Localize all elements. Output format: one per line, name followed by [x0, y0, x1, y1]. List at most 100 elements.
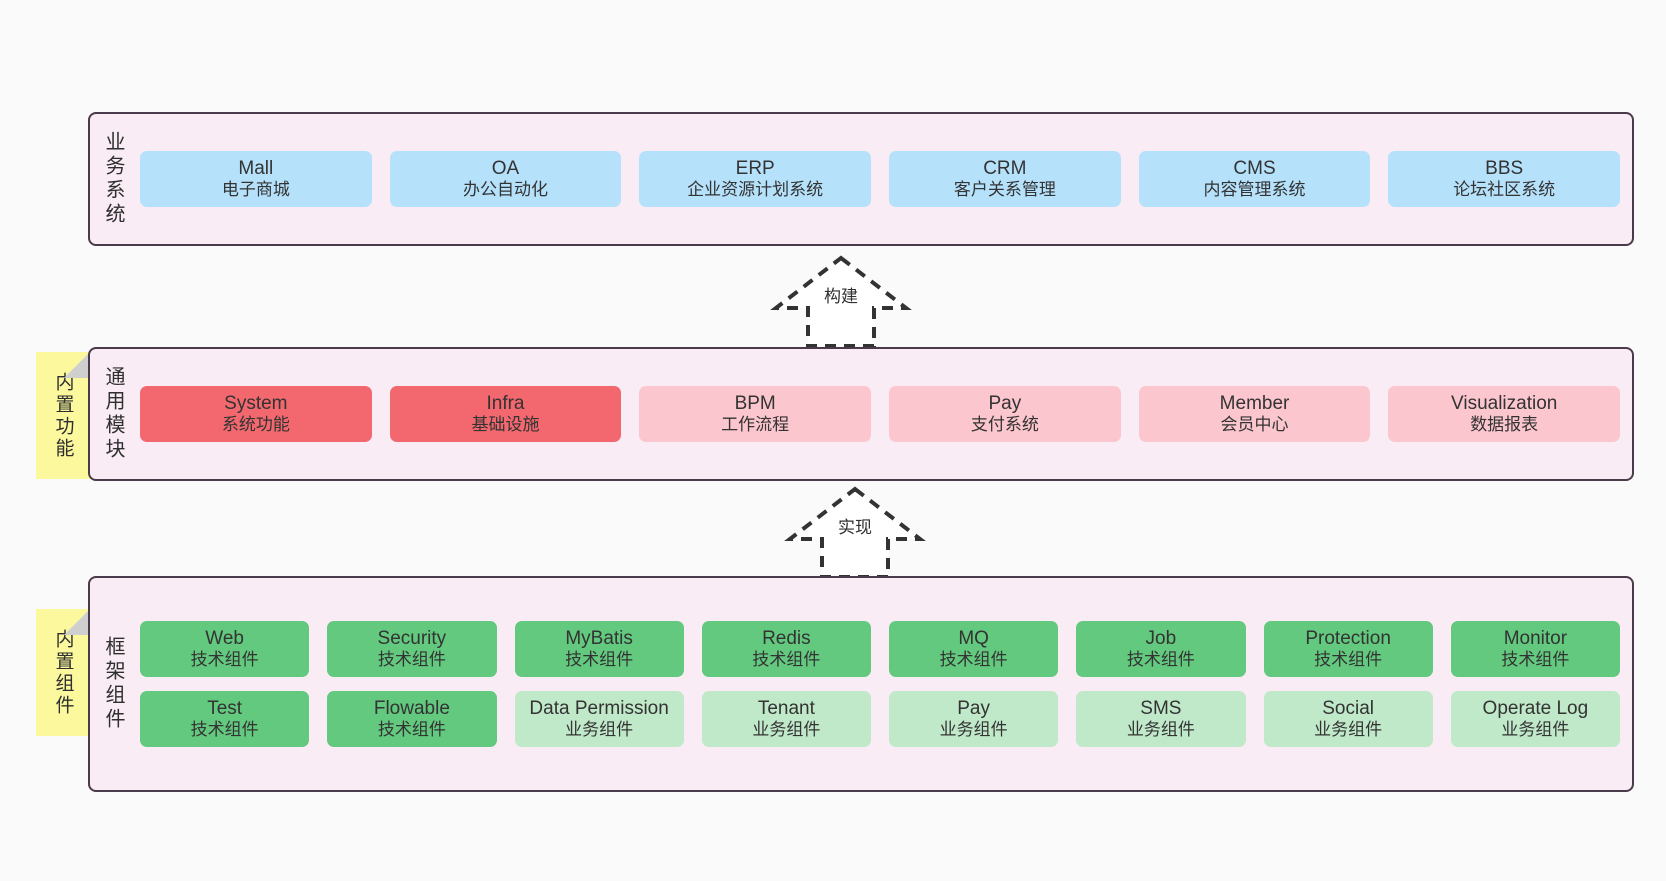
- connector-build-arrow: [770, 255, 912, 348]
- box-bpm-desc: 工作流程: [721, 415, 790, 435]
- note-builtin-components: 内置组件: [36, 609, 90, 736]
- box-infra-desc: 基础设施: [471, 415, 540, 435]
- box-cms-desc: 内容管理系统: [1203, 180, 1306, 200]
- box-crm-name: CRM: [983, 158, 1027, 180]
- box-bbs[interactable]: BBS 论坛社区系统: [1388, 151, 1621, 207]
- box-job-desc: 技术组件: [1126, 650, 1195, 670]
- box-web-desc: 技术组件: [190, 650, 259, 670]
- layer-body-framework-components: Web 技术组件 Security 技术组件 MyBatis 技术组件 Redi…: [136, 578, 1632, 790]
- box-bpm[interactable]: BPM 工作流程: [639, 386, 872, 442]
- box-infra-name: Infra: [486, 393, 525, 415]
- connector-implement-arrow: [784, 486, 926, 579]
- box-bpm-name: BPM: [734, 393, 776, 415]
- box-operate-log-desc: 业务组件: [1501, 720, 1570, 740]
- box-web-name: Web: [205, 628, 244, 650]
- box-bbs-name: BBS: [1485, 158, 1524, 180]
- layer-business-systems: 业务系统 Mall 电子商城 OA 办公自动化 ERP 企业资源计划系统 CRM…: [88, 112, 1634, 246]
- box-pay-component-desc: 业务组件: [939, 720, 1008, 740]
- box-monitor-desc: 技术组件: [1501, 650, 1570, 670]
- layer-title-business-systems: 业务系统: [102, 131, 124, 227]
- box-security[interactable]: Security 技术组件: [327, 621, 497, 677]
- connector-implement-label: 实现: [838, 518, 872, 537]
- box-flowable-desc: 技术组件: [377, 720, 446, 740]
- box-member-name: Member: [1219, 393, 1290, 415]
- box-social-name: Social: [1322, 698, 1374, 719]
- box-monitor[interactable]: Monitor 技术组件: [1450, 621, 1620, 677]
- box-data-permission-desc: 业务组件: [565, 720, 634, 740]
- box-data-permission-name: Data Permission: [529, 698, 669, 719]
- box-pay-module-desc: 支付系统: [970, 415, 1039, 435]
- box-cms[interactable]: CMS 内容管理系统: [1138, 151, 1371, 207]
- box-tenant[interactable]: Tenant 业务组件: [701, 691, 871, 747]
- box-crm[interactable]: CRM 客户关系管理: [889, 151, 1121, 207]
- box-visualization[interactable]: Visualization 数据报表: [1388, 386, 1621, 442]
- box-operate-log-name: Operate Log: [1482, 698, 1589, 719]
- box-bbs-desc: 论坛社区系统: [1453, 180, 1556, 200]
- layer-common-modules: 通用模块 System 系统功能 Infra 基础设施 BPM 工作流程 Pay…: [88, 347, 1634, 481]
- box-mall-name: Mall: [238, 158, 274, 180]
- box-tenant-name: Tenant: [757, 698, 815, 719]
- row-common-modules: System 系统功能 Infra 基础设施 BPM 工作流程 Pay 支付系统…: [140, 386, 1621, 442]
- row-technical-components: Web 技术组件 Security 技术组件 MyBatis 技术组件 Redi…: [140, 621, 1620, 677]
- connector-build-label: 构建: [824, 287, 858, 306]
- layer-title-common-modules: 通用模块: [102, 366, 124, 462]
- box-member[interactable]: Member 会员中心: [1138, 386, 1371, 442]
- box-security-name: Security: [377, 628, 447, 650]
- box-tenant-desc: 业务组件: [752, 720, 821, 740]
- layer-title-framework-components: 框架组件: [102, 636, 124, 732]
- connector-implement: 实现: [770, 486, 940, 579]
- box-mall-desc: 电子商城: [221, 180, 290, 200]
- box-system-name: System: [224, 393, 288, 415]
- box-job-name: Job: [1145, 628, 1177, 650]
- box-mq[interactable]: MQ 技术组件: [889, 621, 1059, 677]
- row-business-systems: Mall 电子商城 OA 办公自动化 ERP 企业资源计划系统 CRM 客户关系…: [140, 151, 1621, 207]
- box-mall[interactable]: Mall 电子商城: [140, 151, 372, 207]
- box-pay-module-name: Pay: [988, 393, 1022, 415]
- box-test-name: Test: [207, 698, 243, 719]
- box-system-desc: 系统功能: [221, 415, 290, 435]
- box-monitor-name: Monitor: [1503, 628, 1568, 650]
- box-security-desc: 技术组件: [377, 650, 446, 670]
- box-redis-desc: 技术组件: [752, 650, 821, 670]
- box-redis[interactable]: Redis 技术组件: [701, 621, 871, 677]
- box-infra[interactable]: Infra 基础设施: [389, 386, 622, 442]
- box-data-permission[interactable]: Data Permission 业务组件: [514, 691, 684, 747]
- note-builtin-functions-label: 内置功能: [52, 371, 74, 460]
- box-flowable[interactable]: Flowable 技术组件: [327, 691, 497, 747]
- box-protection[interactable]: Protection 技术组件: [1263, 621, 1433, 677]
- box-system[interactable]: System 系统功能: [140, 386, 372, 442]
- note-builtin-components-label: 内置组件: [52, 628, 74, 717]
- box-operate-log[interactable]: Operate Log 业务组件: [1450, 691, 1620, 747]
- layer-body-common-modules: System 系统功能 Infra 基础设施 BPM 工作流程 Pay 支付系统…: [136, 349, 1632, 479]
- box-test[interactable]: Test 技术组件: [140, 691, 310, 747]
- box-erp-name: ERP: [735, 158, 775, 180]
- box-social-desc: 业务组件: [1314, 720, 1383, 740]
- box-protection-name: Protection: [1305, 628, 1391, 650]
- layer-framework-components: 框架组件 Web 技术组件 Security 技术组件 MyBatis 技术组件…: [88, 576, 1634, 792]
- box-mq-desc: 技术组件: [939, 650, 1008, 670]
- box-oa[interactable]: OA 办公自动化: [389, 151, 622, 207]
- box-visualization-desc: 数据报表: [1470, 415, 1539, 435]
- box-redis-name: Redis: [762, 628, 811, 650]
- box-test-desc: 技术组件: [190, 720, 259, 740]
- box-erp[interactable]: ERP 企业资源计划系统: [639, 151, 872, 207]
- box-mybatis[interactable]: MyBatis 技术组件: [514, 621, 684, 677]
- box-member-desc: 会员中心: [1220, 415, 1289, 435]
- box-sms[interactable]: SMS 业务组件: [1076, 691, 1246, 747]
- box-social[interactable]: Social 业务组件: [1263, 691, 1433, 747]
- box-cms-name: CMS: [1233, 158, 1276, 180]
- box-visualization-name: Visualization: [1451, 393, 1558, 415]
- box-web[interactable]: Web 技术组件: [140, 621, 310, 677]
- box-oa-desc: 办公自动化: [463, 180, 548, 200]
- connector-build: 构建: [756, 255, 926, 348]
- box-mq-name: MQ: [958, 628, 989, 650]
- box-pay-component-name: Pay: [957, 698, 990, 719]
- box-pay-component[interactable]: Pay 业务组件: [889, 691, 1059, 747]
- note-builtin-functions: 内置功能: [36, 352, 90, 479]
- box-sms-desc: 业务组件: [1126, 720, 1195, 740]
- box-pay-module[interactable]: Pay 支付系统: [889, 386, 1121, 442]
- row-business-components: Test 技术组件 Flowable 技术组件 Data Permission …: [140, 691, 1620, 747]
- box-job[interactable]: Job 技术组件: [1076, 621, 1246, 677]
- box-protection-desc: 技术组件: [1314, 650, 1383, 670]
